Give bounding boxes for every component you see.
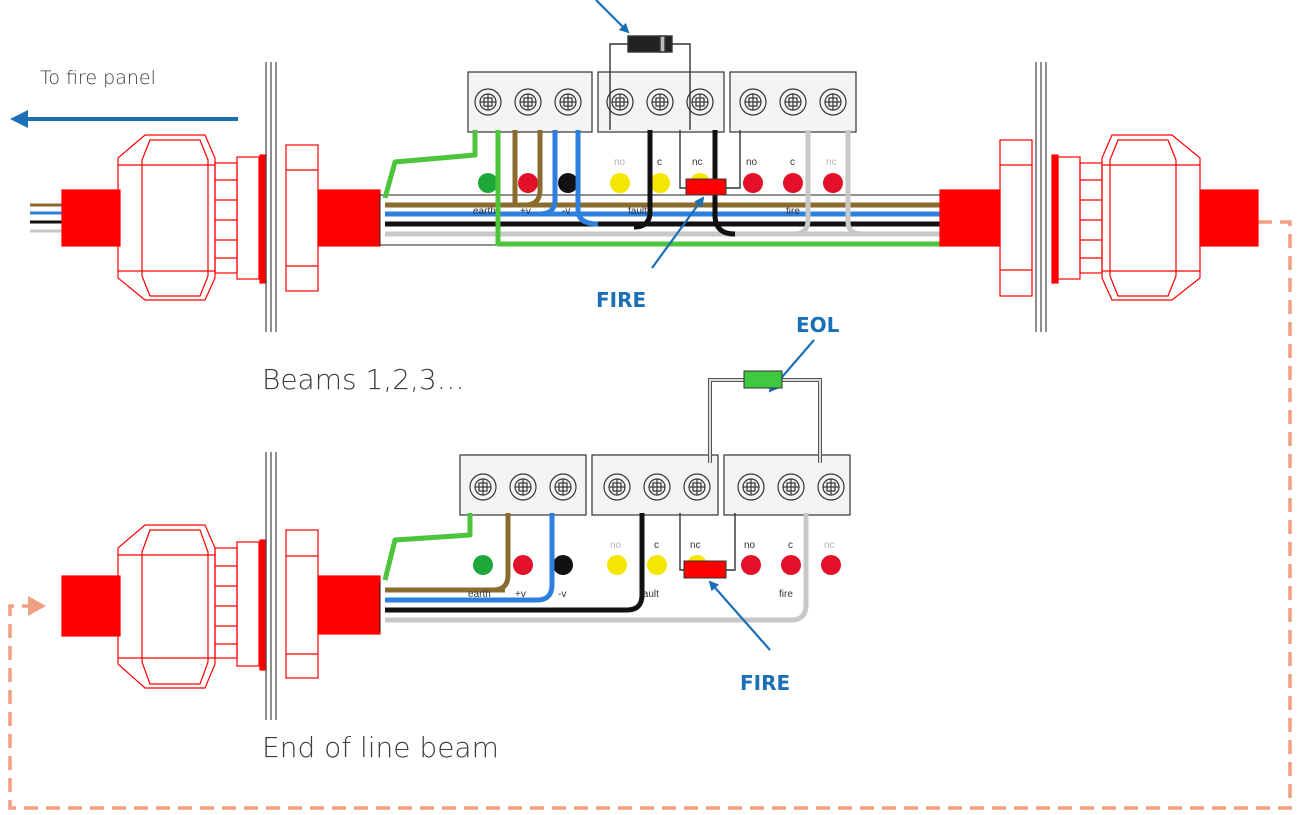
top-left-wall-plate xyxy=(265,62,277,332)
top-right-cable-gland xyxy=(1051,134,1259,301)
loop-dashed-line xyxy=(8,220,1292,810)
bottom-label-nc-fire: nc xyxy=(824,540,835,551)
terminal-screw xyxy=(777,473,805,501)
bottom-label-no-fire: no xyxy=(744,540,756,551)
top-fire-callout-line xyxy=(651,196,705,269)
bottom-label-plus-v: +v xyxy=(515,589,526,600)
top-left-cable-gland xyxy=(61,134,267,301)
top-tap-wires xyxy=(382,130,940,247)
terminal-screw xyxy=(686,88,714,116)
top-left-gland-nut xyxy=(285,144,381,292)
bottom-tap-wires xyxy=(382,513,809,623)
end-of-line-beam-label: End of line beam xyxy=(262,731,499,764)
terminal-screw xyxy=(603,473,631,501)
bottom-left-cable-gland xyxy=(61,524,267,689)
eol-resistor xyxy=(708,370,822,463)
top-label-nc-fire: nc xyxy=(826,157,837,168)
top-label-fault: fault xyxy=(628,206,647,217)
top-terminal-block xyxy=(467,71,857,133)
terminal-screw xyxy=(779,88,807,116)
top-terminal-labels: no c nc no c nc earth +v -v fault fire xyxy=(473,157,837,217)
loop-arrowhead xyxy=(28,596,46,616)
bottom-label-no: no xyxy=(610,540,622,551)
terminal-screw xyxy=(469,473,497,501)
top-diode-callout-line xyxy=(595,0,630,34)
bottom-label-earth: earth xyxy=(468,589,491,600)
top-diode xyxy=(609,35,691,130)
bottom-left-gland-nut xyxy=(285,529,381,679)
bottom-label-fire: fire xyxy=(779,589,793,600)
top-label-fire: fire xyxy=(786,206,800,217)
bottom-terminal-block xyxy=(459,454,851,516)
top-label-no-fire: no xyxy=(746,157,758,168)
terminal-screw xyxy=(554,88,582,116)
top-label-nc: nc xyxy=(692,157,703,168)
terminal-screw xyxy=(819,88,847,116)
top-label-c: c xyxy=(657,157,662,168)
terminal-screw xyxy=(514,88,542,116)
bottom-cable-bundle xyxy=(379,582,796,632)
top-cable-bundle xyxy=(379,194,941,246)
terminal-screw xyxy=(683,473,711,501)
bottom-fire-callout-line xyxy=(708,580,771,651)
beams-group-label: Beams 1,2,3… xyxy=(262,363,465,396)
terminal-screw xyxy=(737,473,765,501)
top-label-minus-v: -v xyxy=(562,206,570,217)
bottom-fire-resistor xyxy=(679,513,736,579)
terminal-screw xyxy=(646,88,674,116)
bottom-label-minus-v: -v xyxy=(558,589,566,600)
top-fire-label: FIRE xyxy=(596,288,646,312)
to-fire-panel-arrow xyxy=(10,110,238,128)
terminal-screw xyxy=(643,473,671,501)
bottom-label-c-fire: c xyxy=(788,540,793,551)
terminal-screw xyxy=(606,88,634,116)
top-label-earth: earth xyxy=(473,206,496,217)
bottom-leds xyxy=(473,555,841,575)
terminal-screw xyxy=(739,88,767,116)
terminal-screw xyxy=(549,473,577,501)
to-fire-panel-label: To fire panel xyxy=(40,67,156,89)
top-label-no: no xyxy=(614,157,626,168)
bottom-label-nc: nc xyxy=(690,540,701,551)
top-leds xyxy=(478,173,843,193)
terminal-screw xyxy=(817,473,845,501)
eol-label: EOL xyxy=(796,313,840,337)
bottom-label-fault: fault xyxy=(640,589,659,600)
top-right-gland-nut xyxy=(939,139,1033,297)
bottom-terminal-labels: no c nc no c nc earth +v -v fault fire xyxy=(468,540,835,600)
terminal-screw xyxy=(509,473,537,501)
bottom-label-c: c xyxy=(654,540,659,551)
terminal-screw xyxy=(474,88,502,116)
top-label-plus-v: +v xyxy=(520,206,531,217)
top-right-wall-plate xyxy=(1035,62,1047,332)
bottom-fire-label: FIRE xyxy=(740,671,790,695)
top-fire-resistor xyxy=(679,130,741,196)
bottom-left-wall-plate xyxy=(265,452,277,720)
top-label-c-fire: c xyxy=(790,157,795,168)
